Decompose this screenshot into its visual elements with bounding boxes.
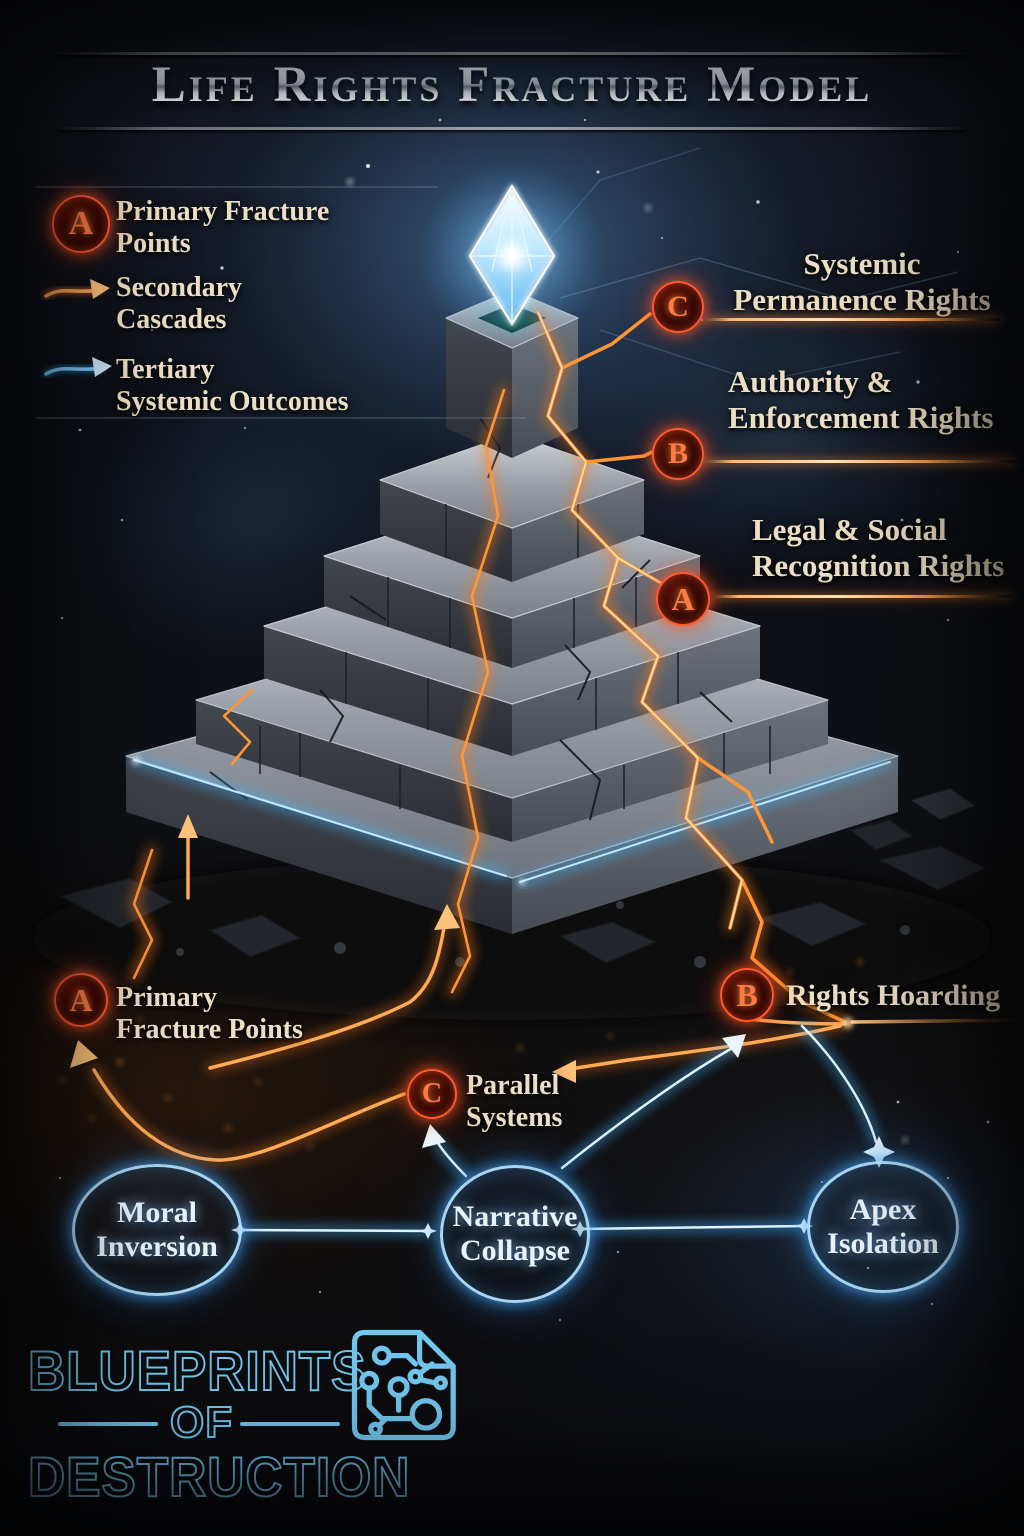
ember-dots	[60, 959, 863, 1149]
legend-rule-bottom	[36, 417, 526, 419]
outcome-node-apex-isolation: Apex Isolation	[807, 1161, 959, 1293]
apex-crystal	[417, 140, 607, 350]
arrowhead-to-primary-fracture	[70, 1040, 98, 1068]
rights-hoarding-underline	[850, 1018, 1022, 1024]
callout-primary-fracture-points: Primary Fracture Points	[116, 982, 303, 1045]
fracture-badge-b: B	[720, 968, 774, 1022]
page-title: Life Rights Fracture Model	[0, 56, 1024, 114]
callout-beam-a	[708, 595, 1012, 598]
callout-rights-hoarding: Rights Hoarding	[786, 979, 1001, 1012]
arrowhead-to-pyramid-base	[434, 904, 460, 930]
logo-line-blueprints: BLUEPRINTS	[27, 1338, 367, 1403]
legend-rule-top	[36, 186, 438, 188]
callout-beam-c	[700, 318, 1000, 321]
legend-badge-a-letter: A	[68, 205, 94, 242]
arrowhead-to-parallel-systems-blue	[422, 1124, 446, 1148]
arrowhead-to-rights-hoarding	[722, 1034, 746, 1058]
legend-marker-arrows	[42, 279, 112, 378]
arrowhead-to-parallel-systems	[552, 1060, 576, 1083]
block-seams	[259, 504, 771, 809]
callout-authority-enforcement-rights: Authority & Enforcement Rights	[728, 364, 994, 435]
outcome-node-narrative-collapse: Narrative Collapse	[440, 1165, 590, 1303]
arrowhead-base-left	[178, 814, 198, 838]
legend-badge-a-icon: A	[52, 195, 110, 253]
blueprint-document-circuit-icon	[351, 1329, 456, 1441]
header-rule-top	[58, 52, 966, 55]
legend-item-secondary-cascades: Secondary Cascades	[116, 272, 242, 335]
logo-line-destruction: DESTRUCTION	[27, 1444, 411, 1509]
logo-rule-left	[58, 1422, 158, 1426]
callout-beam-b	[700, 460, 1015, 463]
callout-systemic-permanence-rights: Systemic Permanence Rights	[733, 246, 991, 317]
legend-item-tertiary-systemic-outcomes: Tertiary Systemic Outcomes	[116, 354, 349, 417]
tier-badge-c: C	[652, 281, 704, 333]
outcome-node-moral-inversion: Moral Inversion	[72, 1164, 242, 1296]
header-rule-bottom	[58, 127, 966, 130]
legend-item-primary-fracture-points: Primary Fracture Points	[116, 196, 330, 259]
fracture-badge-c: C	[407, 1069, 457, 1119]
logo-line-of: OF	[169, 1397, 234, 1448]
orange-lightning-fractures	[129, 307, 850, 1027]
document-outline	[351, 1329, 456, 1441]
tier-badge-b: B	[652, 428, 704, 480]
callout-parallel-systems: Parallel Systems	[466, 1070, 563, 1133]
base-edge-glow	[131, 756, 893, 885]
callout-legal-social-recognition-rights: Legal & Social Recognition Rights	[752, 512, 1005, 583]
logo-rule-right	[240, 1422, 340, 1426]
tier-badge-a: A	[656, 572, 710, 626]
fracture-badge-a: A	[54, 973, 108, 1027]
